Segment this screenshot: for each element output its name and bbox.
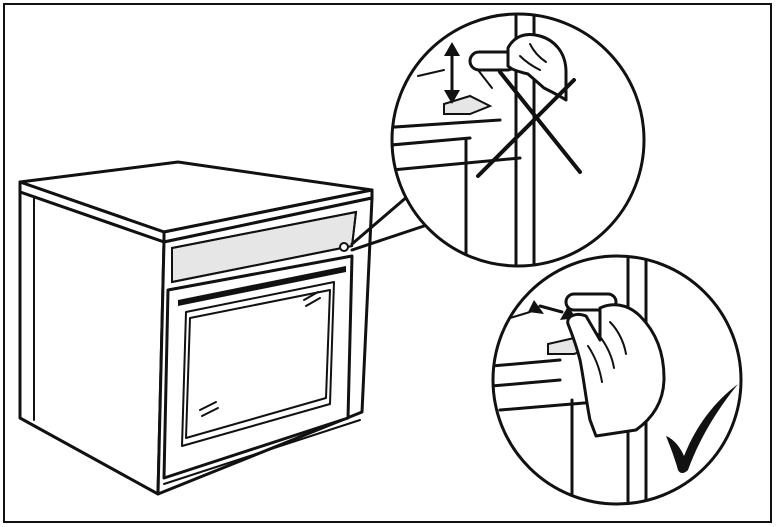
door-handle	[178, 266, 346, 306]
hand-icon	[506, 33, 568, 102]
zoom-callout-lines	[350, 194, 426, 252]
cabinet-side	[18, 190, 166, 496]
zoom-circle-top	[390, 12, 646, 268]
cross-mark-icon	[476, 70, 582, 178]
check-mark-icon	[666, 384, 738, 473]
built-in-oven	[18, 160, 374, 496]
wrong-method-zoom	[390, 12, 646, 268]
figure-frame	[3, 3, 772, 523]
hand-grip-icon	[566, 303, 666, 438]
oven-door	[162, 254, 354, 480]
rack-stop-block-top	[443, 94, 493, 115]
rack-slot-detail-spot	[339, 242, 349, 252]
correct-method-zoom	[491, 254, 743, 506]
up-down-arrow-icon	[444, 42, 460, 104]
door-window	[181, 281, 335, 447]
